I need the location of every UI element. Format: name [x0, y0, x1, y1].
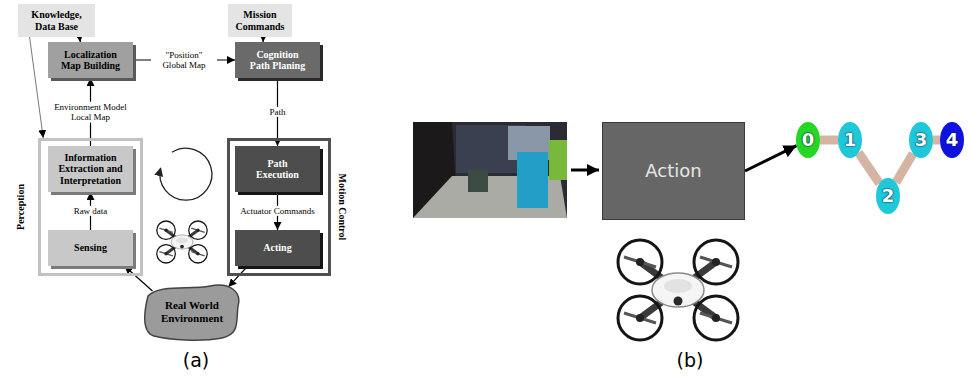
- flow-arrow: [228, 266, 247, 287]
- node-text: 2: [882, 186, 895, 207]
- node-text: Information Extraction and Interpretatio…: [56, 152, 125, 187]
- process-box: Acting: [235, 230, 320, 266]
- graph-node: 0: [796, 122, 820, 158]
- process-box: Cognition Path Planing: [235, 42, 320, 78]
- node-text: Localization Map Building: [56, 49, 125, 72]
- drone-icon: [157, 221, 207, 263]
- graph-node: 2: [876, 178, 900, 214]
- environment-blob: Real World Environment: [140, 282, 244, 342]
- edge-label: Actuator Commands: [238, 206, 317, 216]
- input-box: Knowledge, Data Base: [18, 4, 95, 37]
- node-text: Sensing: [74, 242, 107, 254]
- graph-edge: [896, 153, 913, 182]
- input-box: Mission Commands: [228, 4, 292, 37]
- process-box: Path Execution: [235, 146, 320, 192]
- cycle-arrow: [160, 148, 212, 200]
- process-box: Localization Map Building: [48, 42, 133, 78]
- photo-box: [517, 152, 548, 208]
- node-text: Acting: [263, 242, 291, 254]
- node-text: 3: [915, 130, 928, 151]
- region-heading: Perception: [15, 184, 27, 230]
- photo-ground: [413, 122, 567, 218]
- graph-node: 4: [940, 122, 964, 158]
- drone-illustration: [618, 240, 738, 340]
- node-text: Real World Environment: [154, 299, 230, 324]
- graph-node: 1: [838, 122, 862, 158]
- region-heading: Motion Control: [336, 174, 348, 241]
- graph-edge: [820, 136, 838, 145]
- flow-arrow: [745, 146, 797, 171]
- node-text: Knowledge, Data Base: [28, 9, 85, 32]
- flow-arrow: [30, 37, 44, 138]
- flow-arrow: [125, 266, 153, 291]
- graph-edge: [859, 153, 880, 184]
- action-box: Action: [602, 122, 745, 220]
- panel-label: (b): [677, 349, 704, 371]
- node-text: 1: [844, 130, 857, 151]
- input-arrow: [571, 169, 599, 172]
- node-text: Mission Commands: [232, 9, 288, 32]
- node-text: 0: [802, 130, 815, 151]
- graph-edge: [933, 136, 940, 145]
- edge-label: Environment Model Local Map: [43, 102, 139, 123]
- node-text: Action: [645, 161, 701, 182]
- process-box: Sensing: [48, 230, 133, 266]
- photo-box: [468, 170, 488, 192]
- edge-label: "Position" Global Map: [151, 50, 217, 71]
- edge-label: Raw data: [72, 206, 110, 216]
- edge-label: Path: [267, 107, 287, 117]
- node-text: Cognition Path Planing: [247, 49, 308, 72]
- panel-label: (a): [183, 349, 209, 371]
- process-box: Information Extraction and Interpretatio…: [48, 146, 133, 192]
- blob-shape: [145, 285, 239, 340]
- photo-object: [549, 140, 567, 180]
- node-text: 4: [946, 130, 959, 151]
- graph-node: 3: [909, 122, 933, 158]
- node-text: Path Execution: [247, 158, 308, 181]
- camera-photo: [413, 122, 567, 218]
